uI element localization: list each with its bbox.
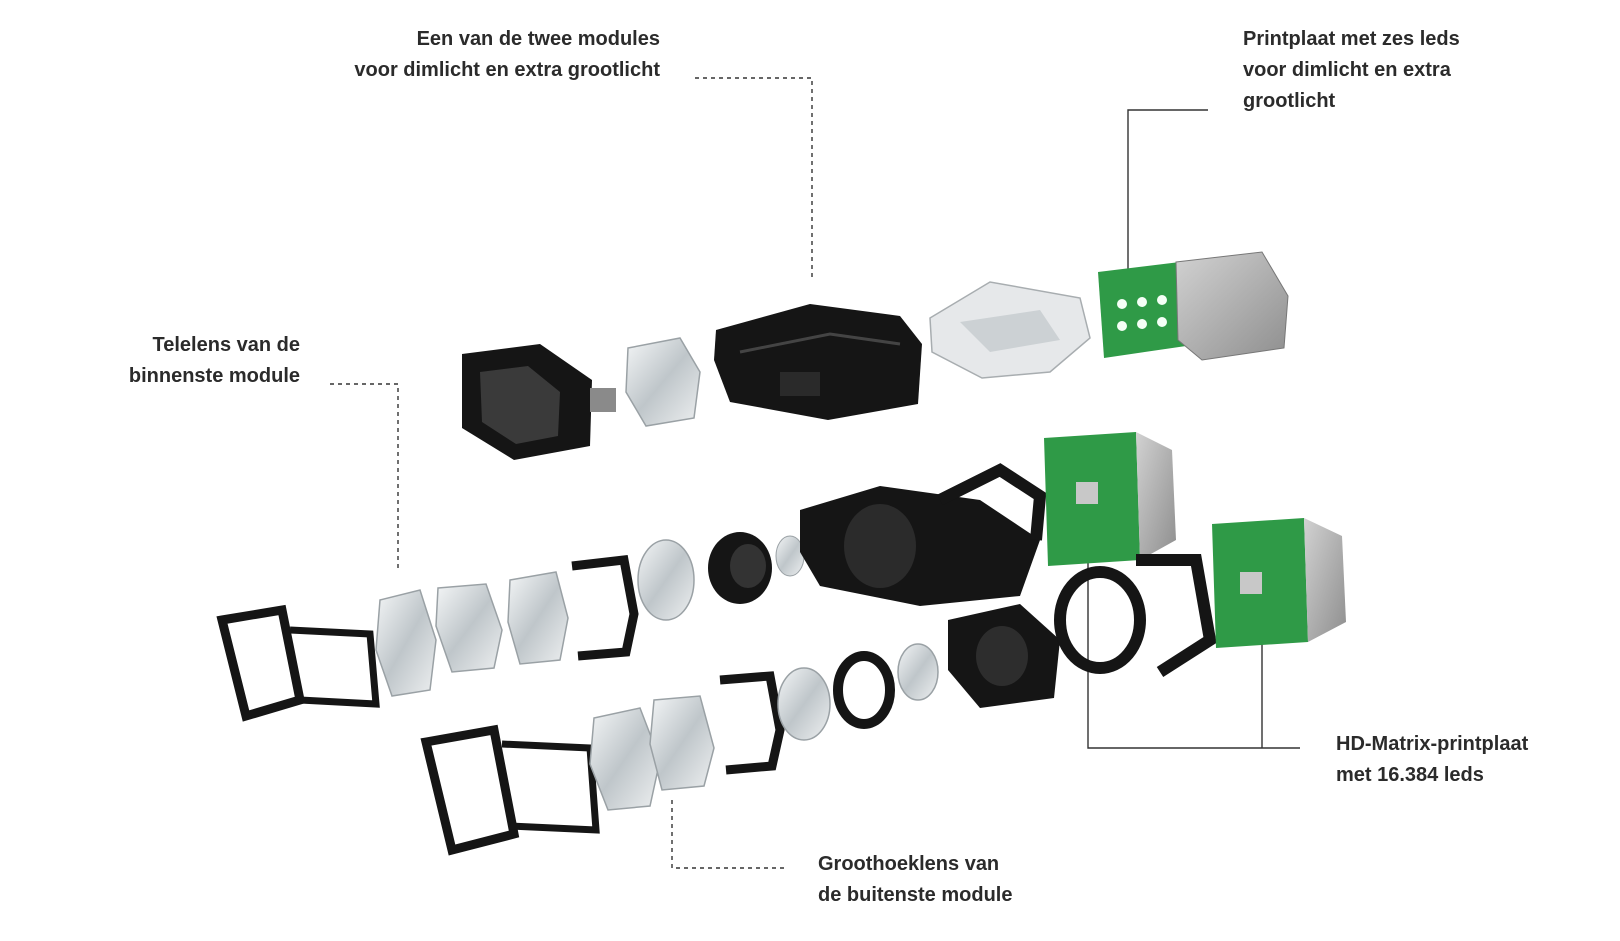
inner-lens-2 (435, 583, 503, 673)
inner-frame (216, 604, 380, 722)
inner-lens-4 (637, 539, 695, 621)
tele-lens (375, 589, 437, 697)
leader-wide-lens (671, 800, 785, 869)
leader-tele-lens (330, 383, 399, 570)
label-wide-lens-line1: Groothoeklens van (818, 853, 1000, 875)
outer-module-housing (948, 554, 1217, 708)
wide-angle-lens (589, 707, 661, 811)
label-pcb-six-leds: Printplaat met zes leds voor dimlicht en… (1243, 24, 1563, 117)
pcb-six-leds-board (1098, 262, 1186, 358)
leader-top-module (695, 77, 813, 278)
inner-hd-matrix-board (1044, 432, 1176, 566)
label-tele-lens: Telelens van de binnenste module (100, 330, 300, 392)
inner-tube (708, 532, 805, 604)
label-pcb-six-leds-line2: voor dimlicht en extra (1243, 59, 1451, 81)
label-wide-lens-line2: de buitenste module (818, 884, 1013, 906)
outer-lens-ring (719, 671, 785, 775)
outer-lens-3 (777, 667, 831, 741)
top-reflector (929, 281, 1091, 379)
label-hd-matrix-line2: met 16.384 leds (1336, 764, 1484, 786)
label-top-module-line1: Een van de twee modules (416, 28, 660, 50)
inner-module-housing (800, 463, 1047, 606)
top-heatsink (1175, 251, 1289, 361)
top-module-housing (714, 304, 922, 420)
outer-lens-2 (649, 695, 715, 791)
outer-frame (420, 724, 600, 856)
label-tele-lens-line1: Telelens van de (152, 334, 300, 356)
outer-ring (833, 651, 895, 729)
outer-lens-4 (897, 643, 939, 701)
label-pcb-six-leds-line1: Printplaat met zes leds (1243, 28, 1460, 50)
label-pcb-six-leds-line3: grootlicht (1243, 90, 1336, 112)
label-hd-matrix-line1: HD-Matrix-printplaat (1336, 733, 1529, 755)
label-top-module-line2: voor dimlicht en extra grootlicht (354, 59, 660, 81)
inner-lens-3 (507, 571, 569, 665)
leader-hd-matrix (1087, 500, 1300, 749)
label-top-module: Een van de twee modules voor dimlicht en… (300, 24, 660, 86)
label-wide-lens: Groothoeklens van de buitenste module (818, 849, 1078, 911)
outer-hd-matrix-board (1212, 518, 1346, 648)
label-hd-matrix: HD-Matrix-printplaat met 16.384 leds (1336, 729, 1596, 791)
inner-lens-ring (571, 555, 639, 661)
leader-pcb-six-leds (1127, 109, 1208, 300)
top-lens (625, 337, 701, 427)
top-lens-holder (462, 344, 616, 460)
label-tele-lens-line2: binnenste module (128, 365, 300, 387)
